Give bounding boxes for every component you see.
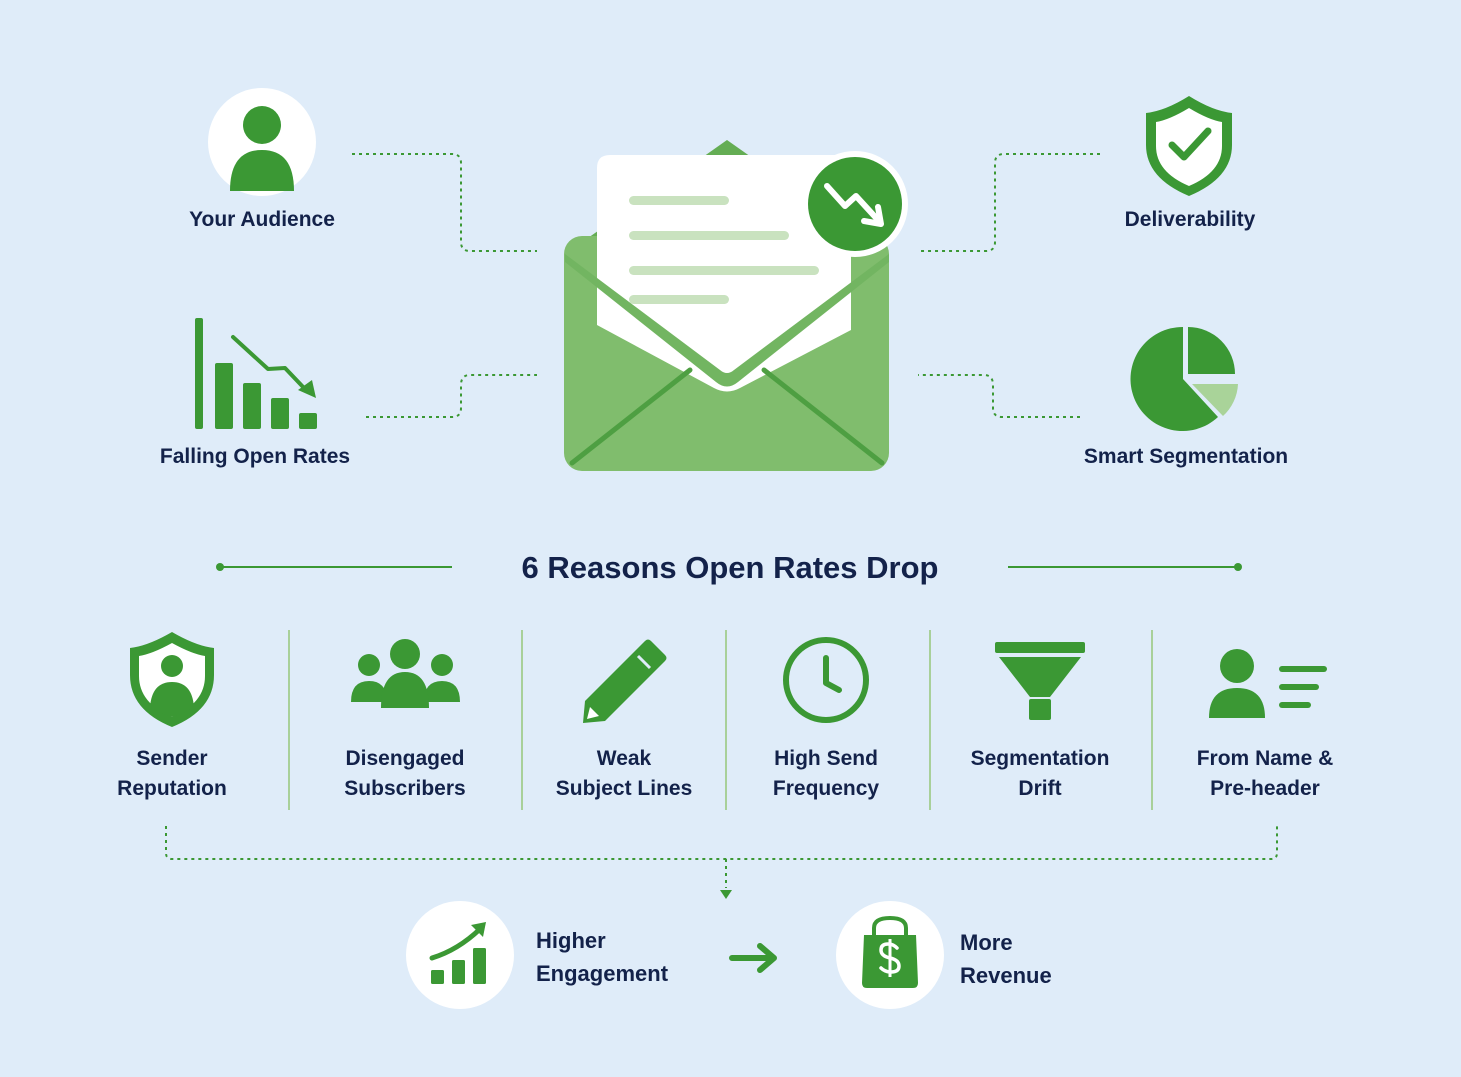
reason-weak-subject-lines: Weak Subject Lines	[519, 744, 729, 804]
reason-line-2: Frequency	[772, 777, 880, 800]
reason-line-2: Pre-header	[1210, 777, 1320, 800]
connector-audience	[352, 153, 537, 252]
reason-line-2: Drift	[1018, 777, 1062, 800]
connector-deliverability	[918, 153, 1100, 252]
deliverability-label: Deliverability	[1124, 208, 1256, 231]
bracket-arrowhead	[720, 890, 732, 899]
reason-line-2: Subject Lines	[555, 777, 693, 800]
reason-line-1: Segmentation	[970, 747, 1110, 770]
outcome-more-revenue: More Revenue	[960, 926, 1052, 992]
reason-line-1: Disengaged	[345, 747, 465, 770]
connector-falling-rates	[366, 374, 537, 418]
smart-segmentation-label: Smart Segmentation	[1083, 445, 1289, 468]
reason-from-name-preheader: From Name & Pre-header	[1160, 744, 1370, 804]
reason-line-1: Sender	[136, 747, 208, 770]
growth-chart-icon	[406, 901, 514, 1009]
shield-user-icon	[130, 632, 214, 727]
open-envelope-icon	[564, 140, 908, 471]
flow-arrow-icon	[729, 943, 777, 973]
outcome-higher-engagement: Higher Engagement	[536, 924, 668, 990]
falling-open-rates-label: Falling Open Rates	[159, 445, 351, 468]
person-icon	[208, 88, 316, 196]
outcome-line-2: Revenue	[960, 963, 1052, 988]
user-lines-icon	[1209, 649, 1327, 718]
money-bag-icon	[836, 901, 944, 1009]
outcome-line-1: More	[960, 930, 1013, 955]
bottom-bracket	[165, 826, 1278, 888]
reason-line-1: Weak	[596, 747, 652, 770]
top-connectors	[352, 153, 1100, 418]
falling-bar-chart-icon	[195, 318, 317, 429]
page-title: 6 Reasons Open Rates Drop	[521, 550, 939, 585]
clock-icon	[783, 637, 869, 723]
shield-check-icon	[1146, 96, 1232, 196]
reason-line-1: From Name &	[1196, 747, 1334, 770]
connector-segmentation	[918, 374, 1080, 418]
pie-chart-icon	[1130, 326, 1238, 431]
funnel-icon	[995, 642, 1085, 720]
your-audience-label: Your Audience	[189, 208, 335, 231]
outcome-line-2: Engagement	[536, 961, 669, 986]
outcome-line-1: Higher	[536, 928, 606, 953]
column-dividers	[288, 630, 1153, 810]
pencil-icon	[583, 639, 667, 723]
group-icon	[351, 639, 460, 708]
reason-high-send-frequency: High Send Frequency	[721, 744, 931, 804]
reason-line-1: High Send	[774, 747, 878, 770]
reason-disengaged-subscribers: Disengaged Subscribers	[300, 744, 510, 804]
reason-line-2: Reputation	[117, 777, 227, 800]
reason-segmentation-drift: Segmentation Drift	[935, 744, 1145, 804]
reason-sender-reputation: Sender Reputation	[67, 744, 277, 804]
reason-line-2: Subscribers	[344, 777, 466, 800]
